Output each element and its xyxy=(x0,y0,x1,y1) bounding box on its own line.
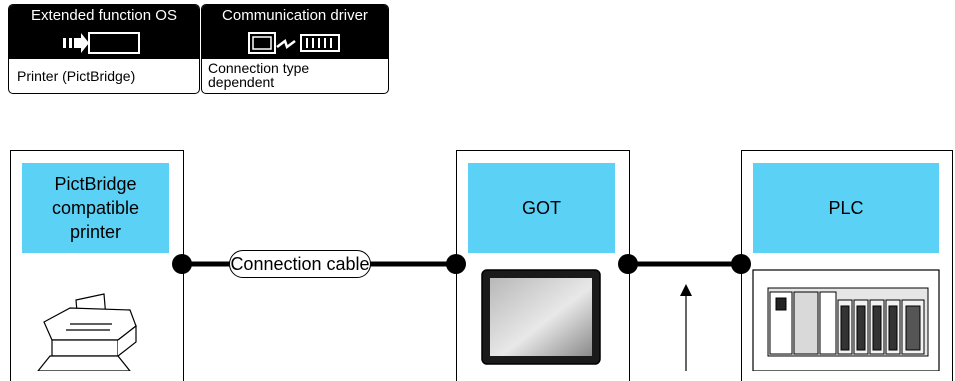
badge-header: Extended function OS xyxy=(9,5,199,59)
got-label: GOT xyxy=(468,163,615,253)
printer-label: PictBridge compatible printer xyxy=(22,163,169,253)
extended-function-os-badge: Extended function OS Printer (PictBridge… xyxy=(8,4,200,94)
badge-header: Communication driver xyxy=(202,5,388,59)
connection-cable-label: Connection cable xyxy=(229,250,371,278)
printer-icon xyxy=(37,293,137,371)
connection-node xyxy=(446,254,466,274)
connection-node xyxy=(172,254,192,274)
connection-node xyxy=(618,254,638,274)
got-display-icon xyxy=(481,269,601,365)
badge-title: Extended function OS xyxy=(31,7,177,24)
communication-driver-badge: Communication driver Connection type dep… xyxy=(201,4,389,94)
os-install-icon xyxy=(63,32,140,54)
driver-connect-icon xyxy=(248,32,340,54)
plc-label: PLC xyxy=(753,163,939,253)
connection-node xyxy=(731,254,751,274)
badge-subtitle: Printer (PictBridge) xyxy=(17,68,136,84)
arrow-up-icon xyxy=(680,284,692,371)
connection-diagram xyxy=(37,254,940,371)
plc-rack-icon xyxy=(752,269,940,371)
badge-subtitle: Connection type dependent xyxy=(208,60,310,90)
badge-title: Communication driver xyxy=(222,7,368,24)
